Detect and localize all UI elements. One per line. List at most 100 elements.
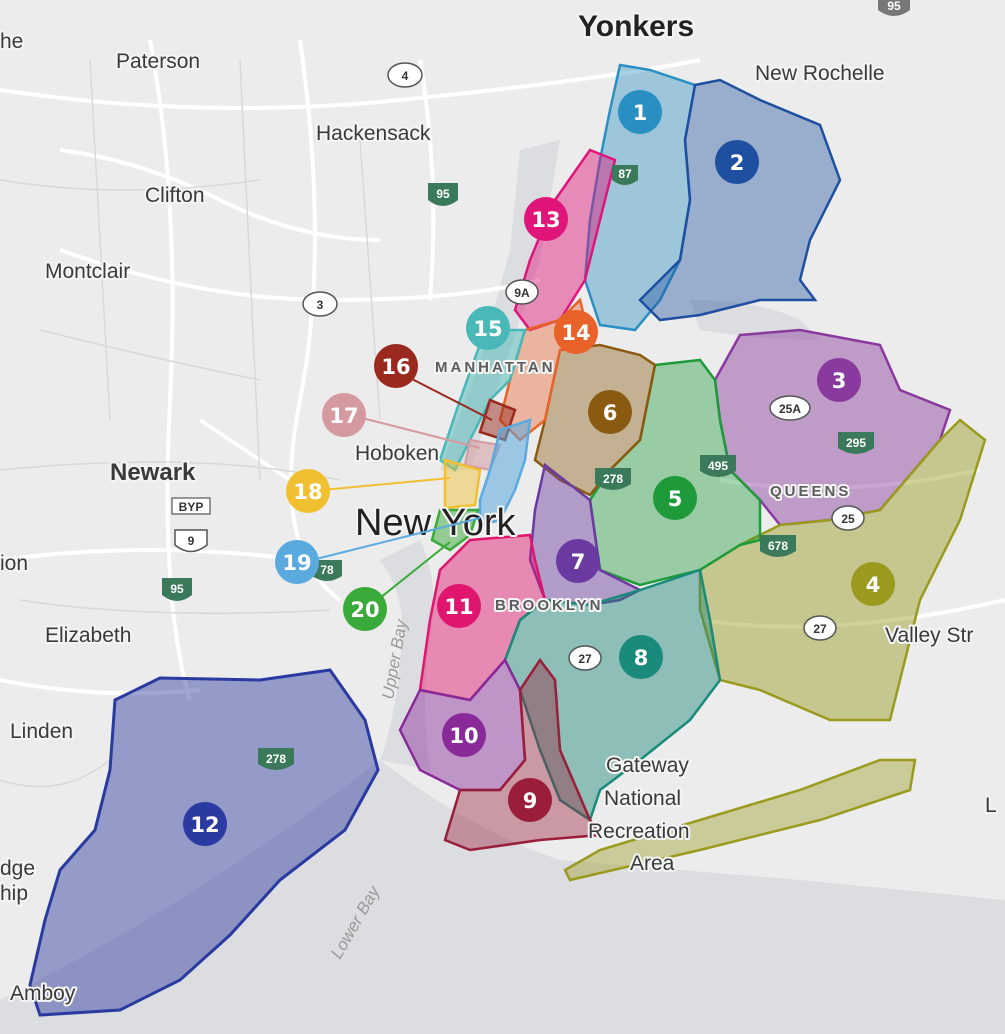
district-2-area[interactable] [638, 78, 842, 322]
district-19-area[interactable] [478, 418, 532, 527]
route-27-shield-brooklyn: 27 [568, 645, 602, 671]
label-brooklyn: BROOKLYN [495, 597, 603, 614]
interstate-87-shield: 87 [612, 165, 638, 185]
route-27-shield-queens: 27 [803, 615, 837, 641]
district-marker-4[interactable]: 4 [851, 562, 895, 606]
route-4-shield: 4 [387, 62, 423, 88]
district-marker-10[interactable]: 10 [442, 713, 486, 757]
svg-text:95: 95 [436, 187, 450, 201]
label-gateway: Gateway [606, 754, 689, 777]
label-clifton: Clifton [145, 184, 205, 207]
district-marker-circle [374, 344, 418, 388]
district-marker-circle [183, 802, 227, 846]
district-marker-circle [554, 310, 598, 354]
district-marker-label: 12 [190, 813, 219, 837]
label-valley-stream: Valley Str [885, 624, 973, 647]
district-marker-20[interactable]: 20 [343, 587, 387, 631]
district-marker-label: 13 [531, 208, 560, 232]
interstate-95-shield-top: 95 [878, 0, 910, 16]
svg-text:9A: 9A [514, 286, 530, 300]
place-labels: Yonkers New Rochelle Paterson Hackensack… [0, 8, 999, 1007]
svg-text:27: 27 [813, 622, 827, 636]
route-25-shield: 25 [831, 505, 865, 531]
district-marker-11[interactable]: 11 [437, 584, 481, 628]
district-marker-circle [437, 584, 481, 628]
district-marker-circle [817, 358, 861, 402]
district-marker-label: 14 [561, 321, 590, 345]
district-18-area[interactable] [443, 458, 482, 510]
district-4-rockaway[interactable] [563, 758, 917, 882]
label-newark: Newark [110, 459, 196, 486]
label-edge-hip: hip [0, 882, 28, 905]
district-20-area[interactable] [430, 508, 480, 552]
district-marker-label: 2 [730, 151, 745, 175]
district-marker-circle [275, 540, 319, 584]
label-queens: QUEENS [770, 483, 851, 500]
label-edge-dge: dge [0, 857, 35, 880]
label-hoboken: Hoboken [355, 442, 439, 465]
svg-text:BYP: BYP [179, 500, 204, 514]
svg-text:27: 27 [578, 652, 592, 666]
district-marker-9[interactable]: 9 [508, 778, 552, 822]
district-marker-label: 20 [350, 598, 379, 622]
district-marker-15[interactable]: 15 [466, 306, 510, 350]
district-marker-6[interactable]: 6 [588, 390, 632, 434]
district-marker-label: 9 [523, 789, 538, 813]
district-marker-label: 15 [473, 317, 502, 341]
svg-text:3: 3 [317, 298, 324, 312]
svg-text:95: 95 [887, 0, 901, 13]
district-marker-circle [653, 476, 697, 520]
leader-20 [379, 541, 451, 599]
label-elizabeth: Elizabeth [45, 624, 131, 647]
leader-17 [361, 417, 481, 449]
district-marker-label: 5 [668, 487, 683, 511]
label-hackensack: Hackensack [316, 122, 431, 145]
district-marker-3[interactable]: 3 [817, 358, 861, 402]
district-marker-label: 17 [329, 404, 358, 428]
district-marker-label: 6 [603, 401, 618, 425]
district-marker-14[interactable]: 14 [554, 310, 598, 354]
district-marker-12[interactable]: 12 [183, 802, 227, 846]
svg-text:95: 95 [170, 582, 184, 596]
route-78-shield: 78 [312, 560, 342, 581]
district-marker-label: 19 [282, 551, 311, 575]
us-9-shield: 9 [174, 529, 208, 553]
district-9-area[interactable] [443, 657, 603, 852]
svg-text:278: 278 [603, 472, 623, 486]
interstate-295-shield: 295 [838, 432, 874, 454]
district-marker-label: 7 [571, 550, 586, 574]
leader-19 [311, 517, 481, 561]
district-marker-19[interactable]: 19 [275, 540, 319, 584]
district-7-area[interactable] [528, 462, 643, 607]
district-marker-label: 16 [381, 355, 410, 379]
district-marker-label: 11 [444, 595, 473, 619]
route-25a-shield: 25A [769, 395, 811, 421]
interstate-95-shield-north: 95 [428, 183, 458, 206]
label-manhattan: MANHATTAN [435, 359, 556, 376]
district-4-area[interactable] [698, 418, 987, 722]
district-marker-16[interactable]: 16 [374, 344, 418, 388]
district-marker-circle [556, 539, 600, 583]
label-new-york: New York [355, 502, 517, 544]
district-marker-13[interactable]: 13 [524, 197, 568, 241]
label-national: National [604, 787, 681, 810]
district-marker-17[interactable]: 17 [322, 393, 366, 437]
district-marker-18[interactable]: 18 [286, 469, 330, 513]
district-marker-1[interactable]: 1 [618, 90, 662, 134]
district-marker-8[interactable]: 8 [619, 635, 663, 679]
district-marker-circle [322, 393, 366, 437]
svg-text:495: 495 [708, 459, 728, 473]
bypass-shield: BYP [171, 497, 211, 515]
road-network [0, 39, 1005, 701]
district-marker-circle [618, 90, 662, 134]
district-marker-2[interactable]: 2 [715, 140, 759, 184]
label-edge-l: L [985, 794, 997, 817]
district-marker-label: 1 [633, 101, 648, 125]
district-marker-7[interactable]: 7 [556, 539, 600, 583]
district-marker-circle [524, 197, 568, 241]
district-marker-circle [286, 469, 330, 513]
district-marker-5[interactable]: 5 [653, 476, 697, 520]
